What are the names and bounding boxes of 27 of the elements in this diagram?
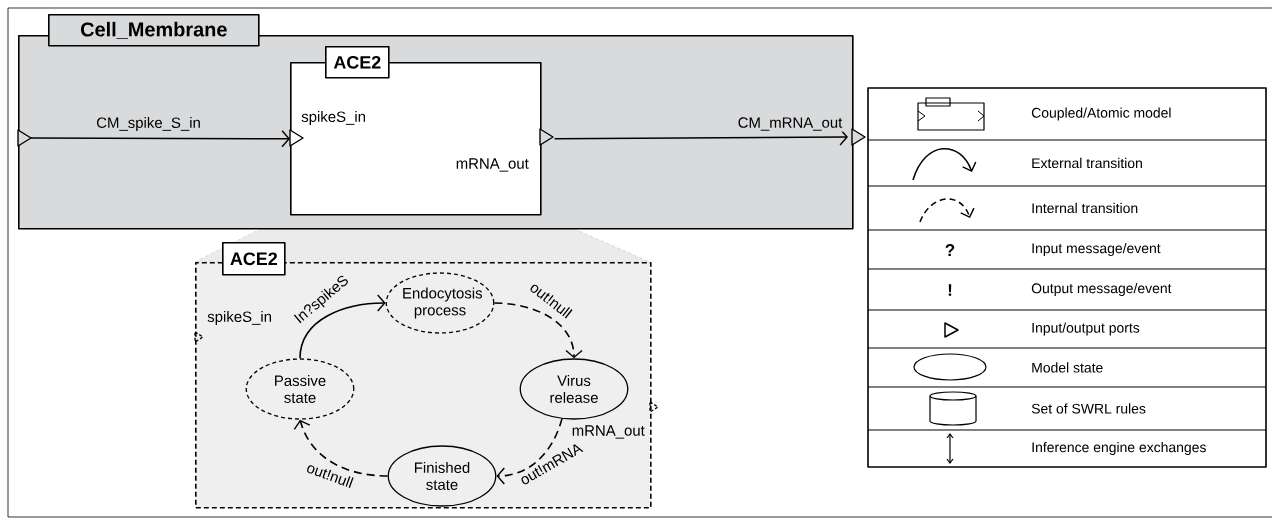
legend-text: Internal transition	[1032, 202, 1138, 214]
legend-text: Output message/event	[1031, 283, 1172, 296]
legend-symbol: ?	[945, 244, 955, 256]
port-label: spikeS_in	[207, 311, 271, 325]
legend-text: Input message/event	[1032, 243, 1161, 256]
legend-text: Input/output ports	[1032, 322, 1140, 336]
legend-text: Coupled/Atomic model	[1031, 107, 1171, 121]
legend-text: Set of SWRL rules	[1031, 403, 1146, 414]
edge-label: CM_spike_S_in	[96, 117, 200, 131]
port-label: spikeS_in	[301, 111, 365, 125]
arrow	[493, 302, 583, 359]
arrow	[293, 419, 389, 477]
arrow	[496, 417, 563, 485]
model-title: Cell_Membrane	[48, 14, 260, 47]
model-box	[289, 46, 554, 216]
arrow	[29, 130, 290, 148]
arrow	[299, 294, 386, 360]
legend-text: External transition	[1032, 157, 1142, 169]
edge-label: out!null	[307, 465, 354, 488]
legend-text: Inference engine exchanges	[1032, 442, 1206, 455]
port-label: mRNA_out	[572, 425, 645, 439]
legend-symbol: !	[948, 284, 952, 296]
edge-label: CM_mRNA_out	[738, 117, 843, 131]
legend-text: Model state	[1032, 362, 1103, 373]
model-title: ACE2	[325, 46, 390, 79]
model-title: ACE2	[222, 242, 286, 276]
port-label: mRNA_out	[456, 158, 529, 172]
